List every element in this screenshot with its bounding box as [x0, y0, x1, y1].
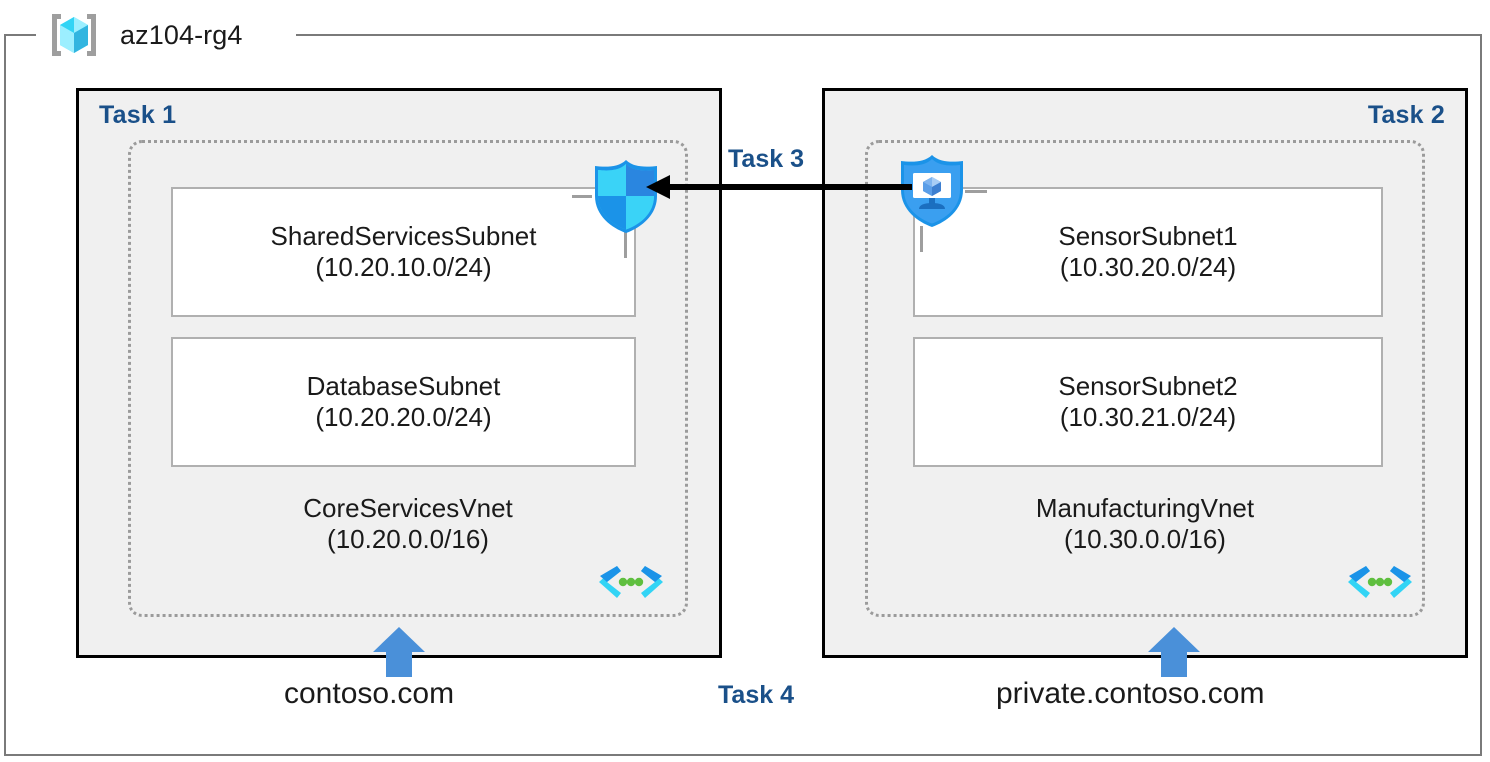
vnet-peering-arrow [640, 166, 920, 208]
vnet-cidr: (10.20.0.0/16) [327, 524, 489, 555]
dns-zone-private-contoso: private.contoso.com [996, 677, 1265, 710]
vnet-angle-bracket-icon [1346, 562, 1414, 602]
subnet-cidr: (10.20.10.0/24) [315, 252, 492, 282]
task-1-label: Task 1 [99, 101, 177, 129]
core-services-vnet-boundary: SharedServicesSubnet (10.20.10.0/24) Dat… [128, 140, 688, 617]
vnet-angle-bracket-icon [597, 562, 665, 602]
core-services-vnet-caption: CoreServicesVnet (10.20.0.0/16) [131, 493, 685, 555]
network-security-group-shield-icon [586, 156, 666, 236]
manufacturing-vnet-boundary: SensorSubnet1 (10.30.20.0/24) SensorSubn… [865, 140, 1425, 617]
subnet-name: SensorSubnet1 [1058, 221, 1238, 252]
blue-up-arrow-icon [371, 625, 427, 677]
subnet-cidr: (10.30.20.0/24) [1059, 252, 1237, 282]
subnet-name: SharedServicesSubnet [270, 221, 537, 252]
subnet-database: DatabaseSubnet (10.20.20.0/24) [171, 337, 636, 467]
task-2-label: Task 2 [1367, 101, 1445, 129]
dns-zone-contoso: contoso.com [284, 677, 455, 710]
resource-group-header: az104-rg4 [44, 8, 253, 62]
subnet-name: DatabaseSubnet [306, 371, 501, 402]
nsg-connector-line-left [572, 195, 592, 198]
vnet-name: CoreServicesVnet [303, 493, 513, 523]
subnet-sensor-1: SensorSubnet1 (10.30.20.0/24) [913, 187, 1383, 317]
peering-connector-line-right [965, 190, 987, 193]
vnet-name: ManufacturingVnet [1035, 493, 1255, 523]
subnet-cidr: (10.20.20.0/24) [315, 402, 492, 432]
resource-group-name: az104-rg4 [116, 19, 253, 51]
subnet-sensor-2: SensorSubnet2 (10.30.21.0/24) [913, 337, 1383, 467]
subnet-name: SensorSubnet2 [1058, 371, 1238, 402]
task-4-label: Task 4 [718, 681, 794, 709]
azure-resource-group-cube-icon [44, 10, 104, 60]
resource-group-frame [4, 34, 1482, 756]
nsg-connector-line-down [624, 232, 627, 258]
manufacturing-vnet-caption: ManufacturingVnet (10.30.0.0/16) [868, 493, 1422, 555]
vnet-peering-shield-icon [893, 152, 971, 230]
subnet-shared-services: SharedServicesSubnet (10.20.10.0/24) [171, 187, 636, 317]
task-2-panel: Task 2 SensorSubnet1 (10.30.20.0/24) Sen… [822, 88, 1468, 658]
vnet-cidr: (10.30.0.0/16) [1064, 524, 1226, 555]
task-3-label: Task 3 [722, 145, 810, 174]
blue-up-arrow-icon [1146, 625, 1202, 677]
peering-connector-line-down [920, 226, 923, 252]
subnet-cidr: (10.30.21.0/24) [1059, 402, 1237, 432]
